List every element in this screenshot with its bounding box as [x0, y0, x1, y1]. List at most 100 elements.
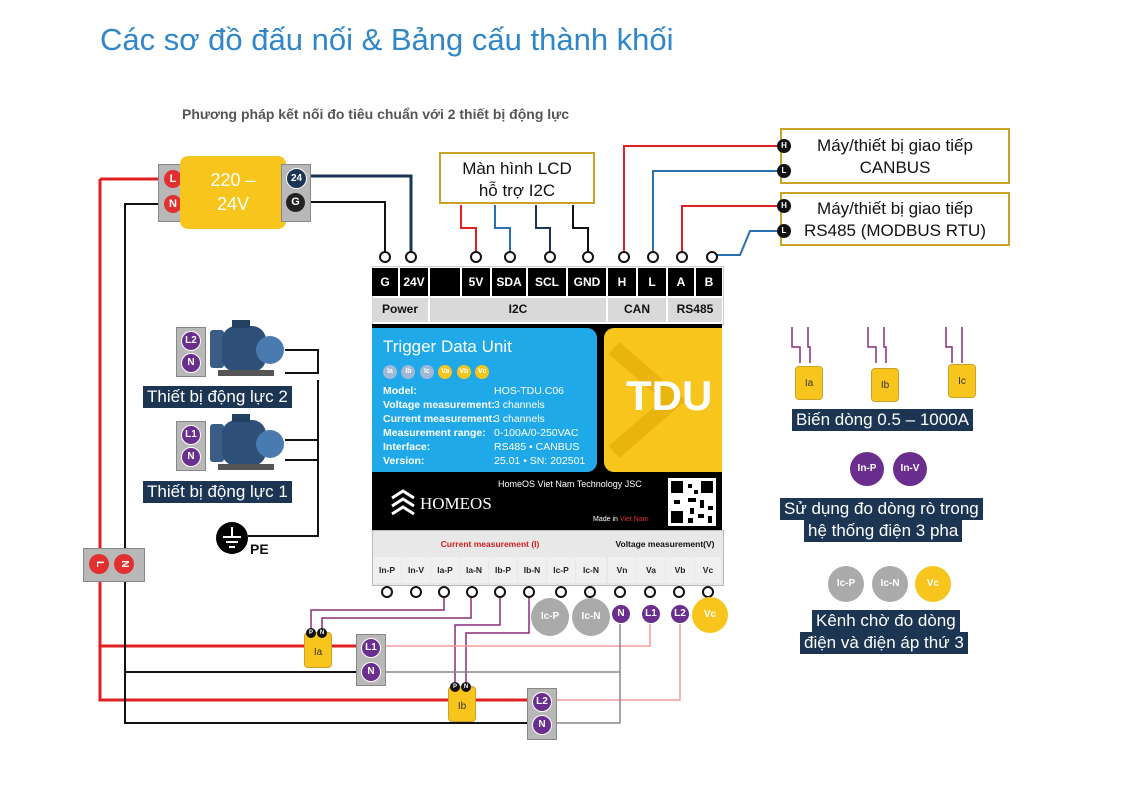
- qr-code-icon: [668, 478, 716, 526]
- chip-vb: Vb: [456, 365, 471, 379]
- spec-val-interface: RS485 • CANBUS: [494, 441, 580, 453]
- ct-ia: Ia: [304, 632, 332, 668]
- spec-val-range: 0-100A/0-250VAC: [494, 427, 579, 439]
- lcd-box: Màn hình LCD hỗ trợ I2C: [439, 152, 595, 204]
- motor2-label: Thiết bị động lực 2: [143, 386, 292, 408]
- cp-l1-pin: L1: [361, 638, 381, 658]
- legend-ic-n: Ic-N: [872, 566, 908, 602]
- legend-ic-p: Ic-P: [828, 566, 864, 602]
- diagram-subtitle: Phương pháp kết nối đo tiêu chuẩn với 2 …: [182, 106, 570, 122]
- group-i2c: I2C: [430, 298, 606, 322]
- homeos-logo-icon: [391, 489, 415, 516]
- sense-va: L1: [641, 604, 661, 624]
- lcd-box-line1: Màn hình LCD: [462, 159, 572, 178]
- legend-ct-ic: Ic: [948, 364, 976, 398]
- cp-l2-pin: L2: [532, 692, 552, 712]
- terminal-24v: 24V: [400, 268, 428, 296]
- psu-label-line1: 220 –: [210, 170, 256, 190]
- ground-icon: [216, 522, 248, 554]
- legend-spare-line1: Kênh chờ đo dòng: [812, 610, 960, 632]
- company-name: HomeOS Viet Nam Technology JSC: [498, 479, 642, 489]
- canbus-h-pin: H: [777, 139, 791, 153]
- device-chip-row: Ia Ib Ic Va Vb Vc: [383, 360, 490, 379]
- chip-ic: Ic: [419, 365, 434, 379]
- pe-label: PE: [250, 541, 269, 557]
- bottom-screw-row: [381, 586, 714, 598]
- motor1-pin-n: N: [181, 447, 201, 467]
- terminal-gnd: GND: [568, 268, 606, 296]
- device-title: Trigger Data Unit: [383, 337, 512, 356]
- group-current-measurement: Current measurement (I): [440, 539, 540, 549]
- legend-spare-line2: điện và điện áp thứ 3: [800, 632, 968, 654]
- chip-ib: Ib: [401, 365, 416, 379]
- breaker-n-terminal: N: [114, 554, 134, 574]
- legend-leak-line1: Sử dụng đo dòng rò trong: [780, 498, 983, 520]
- made-in-country: Viet Nam: [619, 516, 649, 523]
- motor1-pin-l1: L1: [181, 425, 201, 445]
- group-rs485: RS485: [668, 298, 722, 322]
- spec-key-interface: Interface:: [383, 441, 431, 453]
- made-in: Made in Viet Nam: [593, 516, 649, 523]
- terminal-scl: SCL: [528, 268, 566, 296]
- cp-l2-n-pin: N: [532, 715, 552, 735]
- device-info-panel: [372, 328, 597, 472]
- lcd-box-line2: hỗ trợ I2C: [478, 181, 556, 200]
- ct-ib-p: P: [450, 682, 460, 692]
- terminal-ia-n: Ia-N: [460, 557, 488, 583]
- psu-label-line2: 24V: [216, 194, 250, 214]
- legend-in-p: In-P: [850, 452, 884, 486]
- psu-l-terminal: L: [164, 170, 182, 188]
- made-in-prefix: Made in: [593, 516, 618, 523]
- cp-l1-n-pin: N: [361, 662, 381, 682]
- terminal-ib-n: Ib-N: [518, 557, 546, 583]
- terminal-vc: Vc: [695, 557, 721, 583]
- legend-leak-line2: hệ thống điện 3 pha: [804, 520, 963, 542]
- top-screw-row: [378, 250, 723, 269]
- brand-name: HOMEOS: [420, 494, 492, 513]
- psu-n-terminal: N: [164, 195, 182, 213]
- breaker-l-terminal: L: [89, 554, 109, 574]
- terminal-h: H: [608, 268, 636, 296]
- sense-vn: N: [611, 604, 631, 624]
- page-title: Các sơ đồ đấu nối & Bảng cấu thành khối: [100, 22, 674, 57]
- terminal-in-p: In-P: [373, 557, 401, 583]
- terminal-vb: Vb: [666, 557, 694, 583]
- spec-val-version: 25.01 • SN: 202501: [494, 455, 586, 467]
- motor2-icon: [210, 320, 284, 376]
- spare-ic-p: Ic-P: [531, 598, 569, 636]
- ct-ib-n: N: [461, 682, 471, 692]
- power-supply: 220 – 24V: [180, 156, 286, 229]
- terminal-in-v: In-V: [402, 557, 430, 583]
- spare-ic-n: Ic-N: [572, 598, 610, 636]
- motor1-icon: [210, 414, 284, 470]
- group-can: CAN: [608, 298, 666, 322]
- rs485-h-pin: H: [777, 199, 791, 213]
- tdu-logo-text: TDU: [626, 372, 713, 419]
- legend-ct-wires: [791, 327, 963, 363]
- chip-va: Va: [438, 365, 453, 379]
- chip-vc: Vc: [475, 365, 490, 379]
- spec-key-voltage: Voltage measurement:: [383, 399, 495, 411]
- ct-ib: Ib: [448, 686, 476, 722]
- motor2-pin-l2: L2: [181, 331, 201, 351]
- canbus-box-line2: CANBUS: [859, 158, 931, 177]
- spec-val-model: HOS-TDU.C06: [494, 385, 565, 397]
- terminal-vn: Vn: [608, 557, 636, 583]
- spare-vc: Vc: [692, 597, 728, 633]
- canbus-box-line1: Máy/thiết bị giao tiếp: [817, 136, 973, 155]
- terminal-blank: [430, 268, 460, 296]
- legend-ct-ia: Ia: [795, 366, 823, 400]
- ct-ia-n: N: [317, 628, 327, 638]
- motor1-label: Thiết bị động lực 1: [143, 481, 292, 503]
- rs485-box-line1: Máy/thiết bị giao tiếp: [817, 199, 973, 218]
- spec-key-current: Current measurement:: [383, 413, 496, 425]
- group-power: Power: [372, 298, 428, 322]
- terminal-ib-p: Ib-P: [489, 557, 517, 583]
- chip-ia: Ia: [383, 365, 397, 379]
- terminal-a: A: [668, 268, 694, 296]
- spec-val-voltage: 3 channels: [494, 399, 545, 411]
- rs485-l-pin: L: [777, 224, 791, 238]
- terminal-g: G: [372, 268, 398, 296]
- legend-in-v: In-V: [893, 452, 927, 486]
